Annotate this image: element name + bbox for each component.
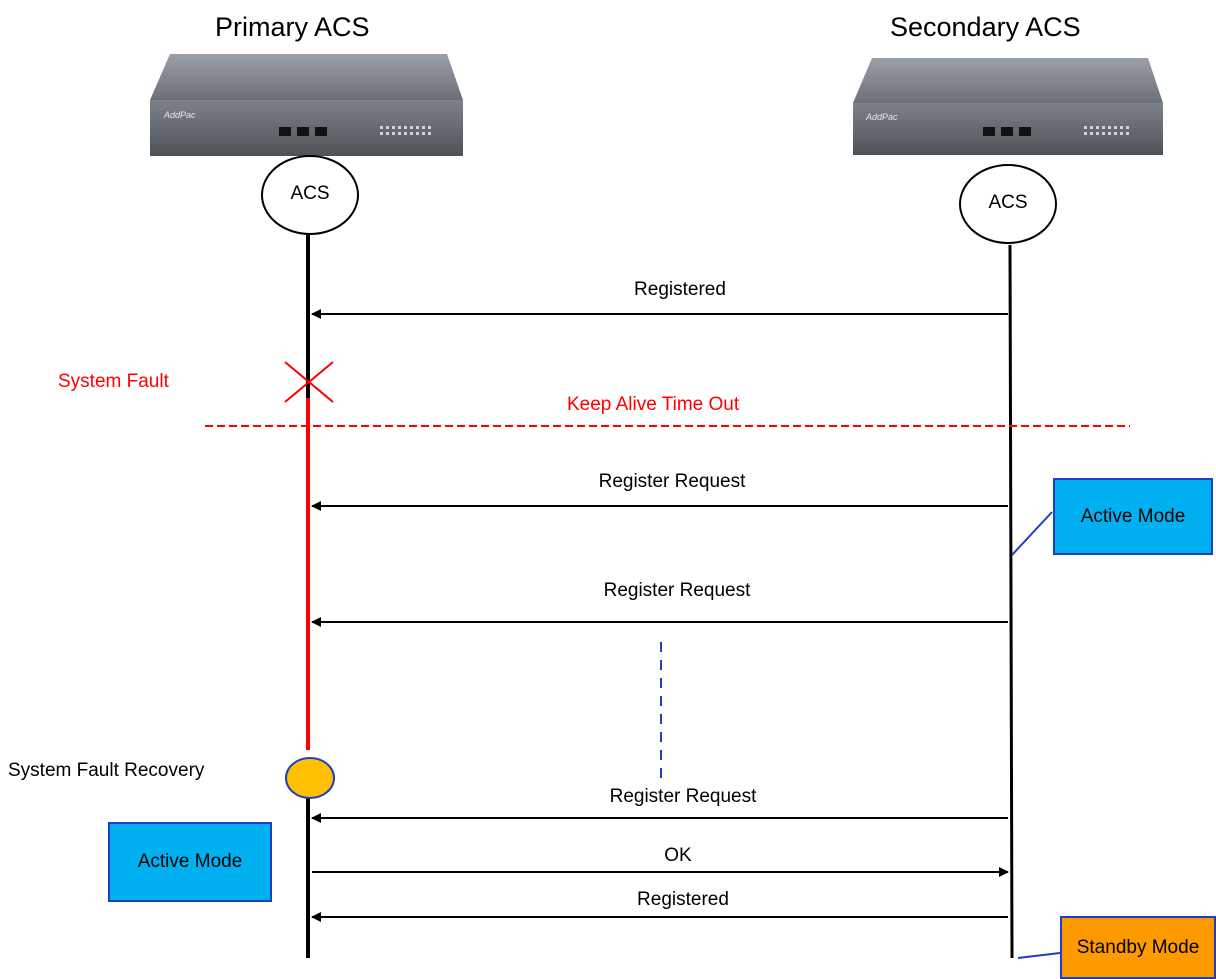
recovery-node [285,757,335,799]
system-fault-label: System Fault [58,371,169,392]
message-label-ok: OK [664,845,692,866]
primary-device-image: AddPac [150,54,463,156]
secondary-device-brand: AddPac [865,112,898,122]
message-label-registered-1: Registered [634,279,726,300]
secondary-lifeline [1008,244,1014,959]
secondary-standby-mode-box: Standby Mode [1060,916,1216,979]
primary-active-mode-box: Active Mode [108,822,272,902]
message-label-register-request-1: Register Request [598,471,746,492]
message-label-register-request-3: Register Request [609,786,757,807]
message-label-register-request-2: Register Request [603,580,751,601]
system-fault-x-icon [284,361,334,403]
secondary-device-image: AddPac [853,58,1163,155]
secondary-active-mode-box: Active Mode [1053,478,1213,555]
primary-device-brand: AddPac [163,110,196,120]
secondary-acs-node [959,164,1057,244]
secondary-title: Secondary ACS [890,12,1081,42]
primary-node-label: ACS [290,183,330,204]
keep-alive-label: Keep Alive Time Out [567,394,740,415]
primary-title: Primary ACS [215,12,370,42]
primary-acs-node [261,155,359,235]
standby-mode-connector [1017,952,1061,959]
message-label-registered-2: Registered [637,889,729,910]
secondary-node-label: ACS [988,192,1028,213]
active-mode-connector [1011,511,1053,556]
recovery-label: System Fault Recovery [8,760,205,781]
